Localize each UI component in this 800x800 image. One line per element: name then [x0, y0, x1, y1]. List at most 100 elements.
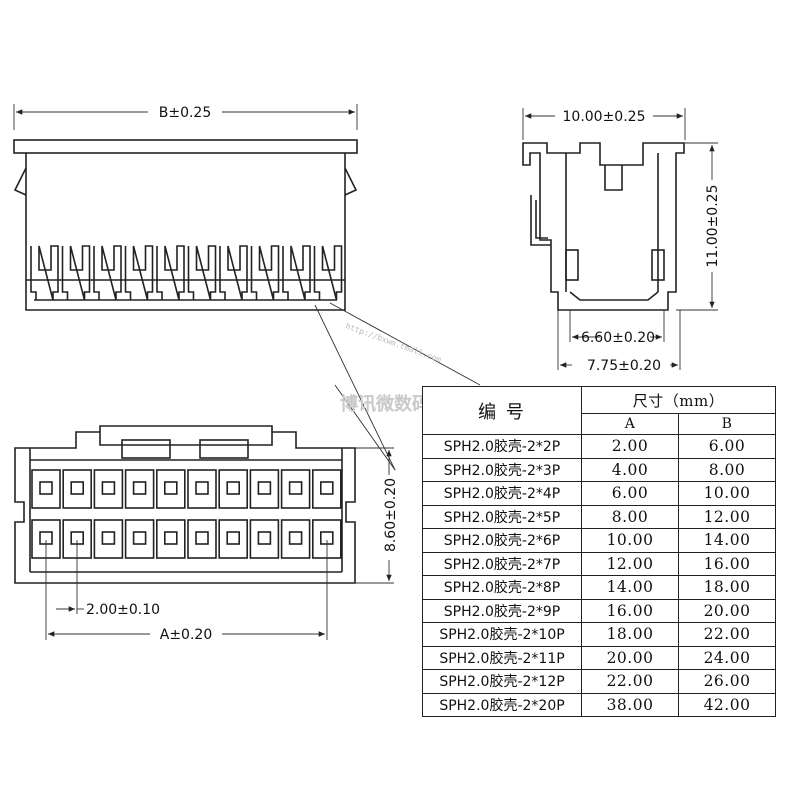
contact-window — [288, 531, 303, 545]
contact-window — [226, 531, 240, 545]
row-b: 20.00 — [678, 598, 776, 623]
contact-window — [39, 481, 53, 495]
contact-window — [319, 481, 334, 495]
row-b: 14.00 — [678, 528, 776, 553]
contact-window — [195, 531, 209, 545]
contact-cavity — [249, 519, 280, 559]
row-model: SPH2.0胶壳-2*5P — [422, 504, 582, 529]
contact-cavity — [93, 469, 124, 509]
row-a: 6.00 — [581, 481, 679, 506]
row-model: SPH2.0胶壳-2*9P — [422, 598, 582, 623]
row-model: SPH2.0胶壳-2*3P — [422, 457, 582, 482]
row-model: SPH2.0胶壳-2*10P — [422, 622, 582, 647]
row-a: 12.00 — [581, 551, 679, 576]
contact-window — [132, 531, 147, 545]
terminal-fin — [156, 245, 185, 301]
row-a: 16.00 — [581, 598, 679, 623]
side-view: 10.00±0.25 11.00±0.25 6.60±0.20 7.75±0.2… — [522, 108, 721, 374]
contact-cavity — [311, 469, 342, 509]
contact-window — [164, 481, 178, 495]
contact-cavity — [93, 519, 124, 559]
row-b: 24.00 — [678, 645, 776, 670]
header-a: A — [581, 413, 679, 435]
row-a: 18.00 — [581, 622, 679, 647]
row-a: 4.00 — [581, 457, 679, 482]
row-model: SPH2.0胶壳-2*8P — [422, 575, 582, 600]
row-b: 42.00 — [678, 692, 776, 717]
watermark-url: http://bxwm.tmall.com — [344, 321, 442, 364]
contact-cavity — [187, 519, 217, 559]
front-view: 8.60±0.20 2.00±0.10 A±0.20 — [14, 425, 399, 643]
contact-cavity — [218, 469, 248, 509]
row-model: SPH2.0胶壳-2*4P — [422, 481, 582, 506]
row-model: SPH2.0胶壳-2*7P — [422, 551, 582, 576]
dim-pitch-label: 2.00±0.10 — [86, 602, 160, 618]
contact-cavity — [156, 469, 186, 509]
dim-a-label: A±0.20 — [160, 627, 212, 643]
contact-cavity — [249, 469, 280, 509]
contact-cavity — [280, 469, 311, 509]
contact-cavity — [124, 469, 155, 509]
contact-window — [288, 481, 303, 495]
dim-b-label: B±0.25 — [159, 105, 212, 121]
header-b: B — [678, 413, 776, 435]
row-b: 8.00 — [678, 457, 776, 482]
terminal-fin — [187, 245, 217, 301]
terminal-fin — [250, 245, 280, 301]
contact-window — [226, 481, 240, 495]
contact-cavity — [280, 519, 311, 559]
contact-window — [257, 481, 272, 495]
row-a: 2.00 — [581, 434, 679, 459]
row-model: SPH2.0胶壳-2*11P — [422, 645, 582, 670]
dim-height-label: 11.00±0.25 — [705, 185, 721, 268]
terminal-fin — [93, 245, 122, 301]
dim-width-label: 10.00±0.25 — [563, 109, 646, 125]
contact-window — [101, 481, 116, 495]
top-view: B±0.25 — [13, 104, 358, 311]
row-a: 14.00 — [581, 575, 679, 600]
contact-cavity — [124, 519, 155, 559]
row-b: 16.00 — [678, 551, 776, 576]
contact-window — [101, 531, 116, 545]
row-model: SPH2.0胶壳-2*20P — [422, 692, 582, 717]
contact-cavity — [187, 469, 217, 509]
terminal-fin — [124, 245, 154, 301]
terminal-fin — [30, 245, 59, 301]
contact-window — [164, 531, 178, 545]
row-a: 8.00 — [581, 504, 679, 529]
dim-660-label: 6.60±0.20 — [581, 330, 655, 346]
row-a: 20.00 — [581, 645, 679, 670]
contact-window — [70, 481, 84, 495]
contact-window — [195, 481, 209, 495]
terminal-fin — [313, 245, 343, 301]
row-b: 18.00 — [678, 575, 776, 600]
contact-window — [132, 481, 147, 495]
contact-cavity — [62, 469, 93, 509]
contact-cavity — [218, 519, 248, 559]
row-b: 26.00 — [678, 669, 776, 694]
header-model: 编 号 — [422, 386, 582, 435]
row-b: 12.00 — [678, 504, 776, 529]
row-b: 6.00 — [678, 434, 776, 459]
header-size: 尺寸（mm） — [581, 386, 776, 414]
row-a: 38.00 — [581, 692, 679, 717]
contact-cavity — [156, 519, 186, 559]
row-a: 10.00 — [581, 528, 679, 553]
dim-height-front-label: 8.60±0.20 — [383, 478, 399, 552]
row-a: 22.00 — [581, 669, 679, 694]
row-model: SPH2.0胶壳-2*6P — [422, 528, 582, 553]
dim-775-label: 7.75±0.20 — [587, 358, 661, 374]
leader-lines — [314, 302, 481, 471]
